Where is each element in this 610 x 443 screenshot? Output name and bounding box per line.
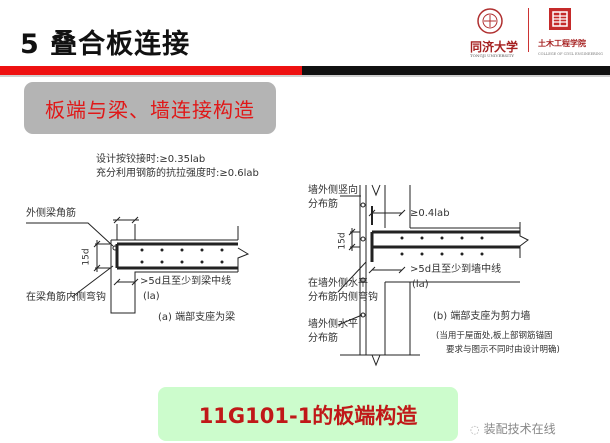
note-hinge: 设计按铰接时:≥0.35lab xyxy=(96,154,206,165)
subtitle-box: 板端与梁、墙连接构造 xyxy=(24,82,276,134)
slide-title: 5 叠合板连接 xyxy=(20,29,191,60)
wechat-icon: ◌ xyxy=(470,423,480,436)
label-15d-a: 15d xyxy=(81,248,92,266)
caption-a: (a) 端部支座为梁 xyxy=(158,312,236,323)
college-name-cn: 土木工程学院 xyxy=(538,38,586,48)
bottom-caption: 11G101-1的板端构造 xyxy=(198,404,418,428)
header-bar-shadow xyxy=(0,75,610,77)
label-wall-vertical-bar-2: 分布筋 xyxy=(308,199,338,210)
note-04lab: ≥0.4lab xyxy=(410,208,450,219)
logo-tongji: 同济大学 TONGJI UNIVERSITY xyxy=(468,4,548,62)
label-la-a: (la) xyxy=(143,291,160,302)
caption-b: (b) 端部支座为剪力墙 xyxy=(433,311,531,322)
watermark: ◌装配技术在线 xyxy=(470,420,556,437)
label-hook-inside-beam: 在梁角筋内侧弯钩 xyxy=(26,292,106,303)
logo-college: 土木工程学院 COLLEGE OF CIVIL ENGINEERING xyxy=(535,4,610,62)
tongji-emblem-icon xyxy=(477,8,503,34)
label-outer-beam-corner-bar: 外侧梁角筋 xyxy=(26,208,76,219)
tongji-name-en: TONGJI UNIVERSITY xyxy=(470,53,514,58)
note-roof-1: (当用于屋面处,板上部钢筋锚固 xyxy=(436,331,553,341)
header-bar-black xyxy=(302,66,610,75)
label-15d-b: 15d xyxy=(337,232,348,250)
college-name-en: COLLEGE OF CIVIL ENGINEERING xyxy=(538,52,603,56)
tongji-name-cn: 同济大学 xyxy=(470,40,519,54)
subtitle: 板端与梁、墙连接构造 xyxy=(45,98,255,122)
label-anchor-wall: >5d且至少到墙中线 xyxy=(410,264,502,275)
diagram-area: 设计按铰接时:≥0.35lab 充分利用钢筋的抗拉强度时:≥0.6lab 外侧梁… xyxy=(0,150,610,380)
logo-separator xyxy=(528,8,529,52)
note-full-strength: 充分利用钢筋的抗拉强度时:≥0.6lab xyxy=(96,168,259,179)
college-emblem-icon xyxy=(549,8,571,30)
bottom-caption-box: 11G101-1的板端构造 xyxy=(158,387,458,441)
label-anchor-beam: >5d且至少到梁中线 xyxy=(140,276,232,287)
label-wall-vertical-bar: 墙外侧竖向 xyxy=(308,185,358,196)
note-roof-2: 要求与图示不同时由设计明确) xyxy=(446,345,560,355)
label-wall-horizontal-bar-2: 分布筋 xyxy=(308,333,338,344)
label-wall-horizontal-bar-1: 墙外侧水平 xyxy=(308,319,358,330)
header-bar-red xyxy=(0,66,302,75)
label-hook-wall-2: 分布筋内侧弯钩 xyxy=(308,292,378,303)
label-la-b: (la) xyxy=(412,279,429,290)
label-hook-wall-1: 在墙外侧水平 xyxy=(308,278,368,289)
watermark-text: 装配技术在线 xyxy=(483,422,556,436)
rebar-detail-drawing xyxy=(26,184,529,367)
